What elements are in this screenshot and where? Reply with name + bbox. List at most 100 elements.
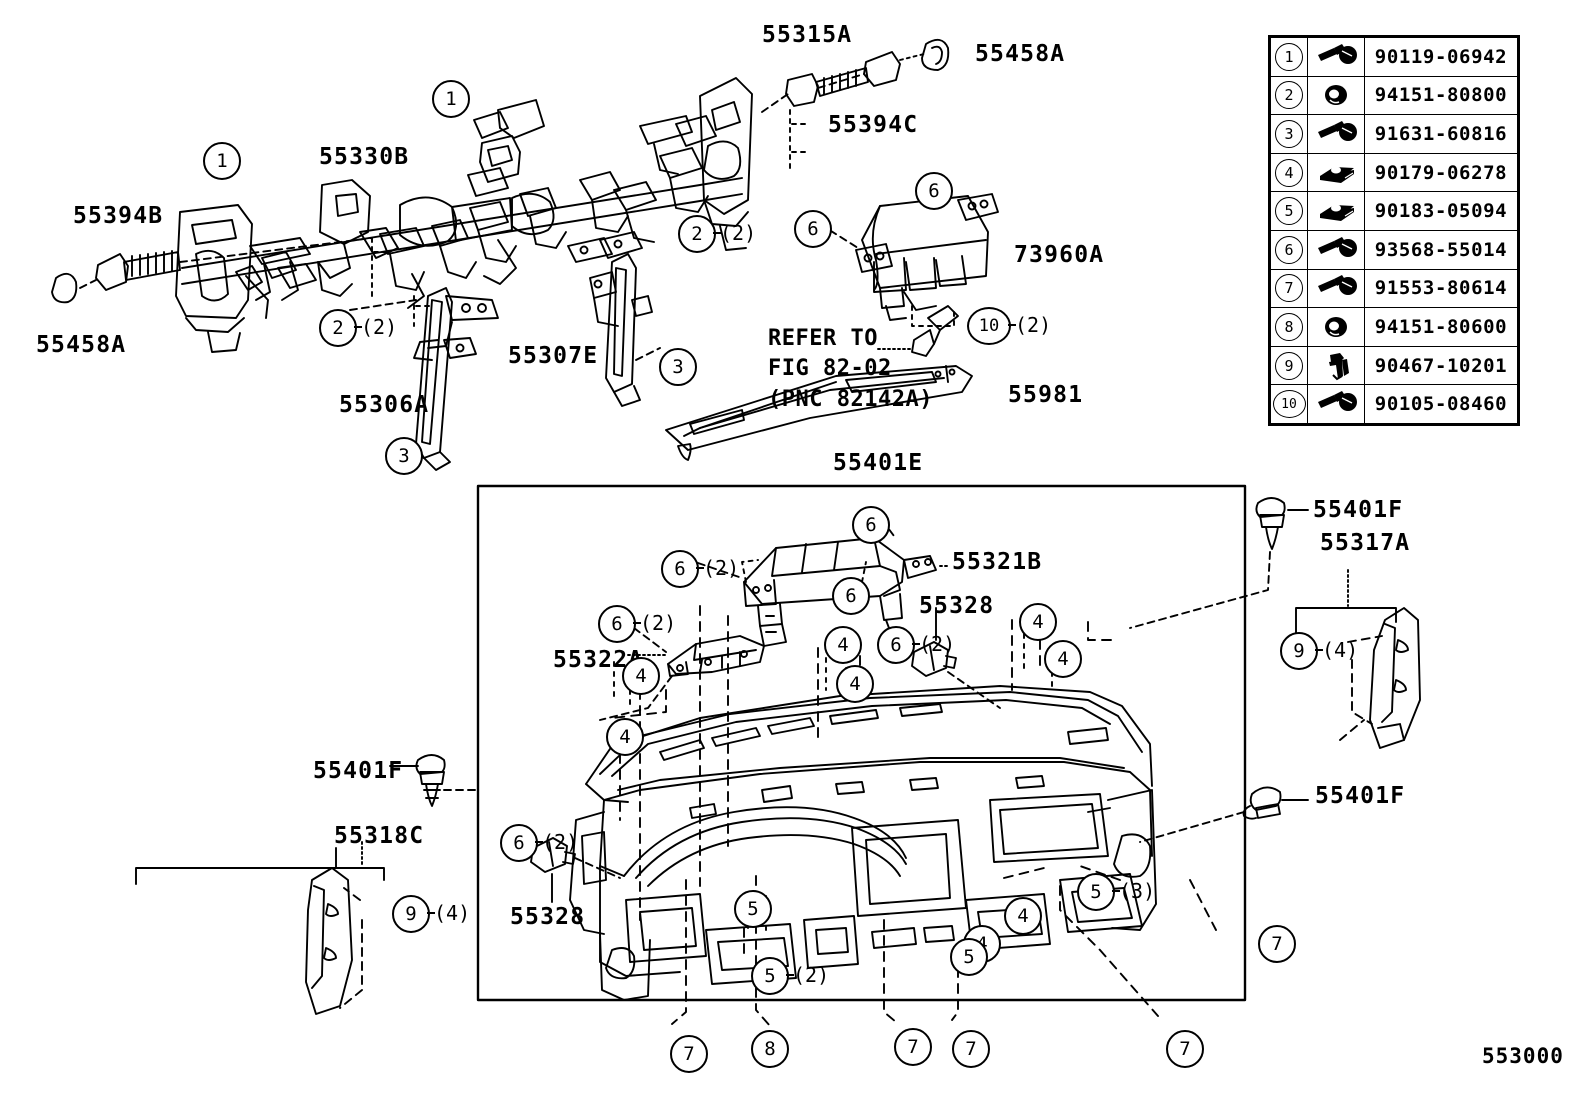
legend-ref-number: 1	[1270, 37, 1308, 77]
legend-part-number: 91631-60816	[1364, 114, 1518, 154]
callout-4-e: 4	[836, 665, 874, 703]
bracket-pnc82142a	[911, 305, 959, 357]
legend-ref-circle: 3	[1275, 119, 1303, 148]
legend-row: 10 90105-08460	[1270, 384, 1518, 424]
cap-55315a	[785, 73, 819, 107]
callout-1-a: 1	[432, 80, 470, 118]
callout-6-e: 6	[832, 577, 870, 615]
callout-6-f-quantity: (2)	[640, 611, 677, 635]
callout-4-b: 4	[824, 626, 862, 664]
callout-5-b-qty-dash	[1112, 890, 1120, 892]
callout-2-b-quantity: (2)	[361, 315, 398, 339]
legend-ref-number: 3	[1270, 114, 1308, 154]
clip-55401f-right-bottom	[1242, 786, 1282, 820]
callout-6-a: 6	[915, 172, 953, 210]
legend-ref-number: 10	[1270, 384, 1308, 424]
legend-part-number: 90467-10201	[1364, 345, 1518, 386]
callout-6-h-qty-dash	[535, 841, 543, 843]
part-label-55328-top: 55328	[919, 593, 995, 619]
bracket-55307e	[567, 231, 653, 407]
callout-4-a: 4	[1019, 603, 1057, 641]
legend-part-number: 93568-55014	[1364, 229, 1518, 270]
part-label-55307e: 55307E	[508, 343, 599, 369]
callout-9-b-qty-dash	[427, 912, 435, 914]
callout-7-a: 7	[1258, 925, 1296, 963]
figure-id: 553000	[1482, 1044, 1564, 1068]
part-label-73960a: 73960A	[1014, 242, 1105, 268]
legend-part-number: 94151-80600	[1364, 307, 1518, 347]
bolt-55394c	[815, 51, 901, 97]
callout-6-f-qty-dash	[633, 622, 641, 624]
legend-ref-circle: 6	[1275, 235, 1303, 264]
legend-part-number: 90105-08460	[1364, 384, 1518, 424]
airbag-module-73960a	[855, 193, 999, 321]
callout-2-b-qty-dash	[354, 326, 362, 328]
instrument-panel-55401e	[569, 685, 1157, 1001]
callout-2-a: 2	[678, 215, 716, 253]
legend-ref-circle: 5	[1275, 197, 1303, 226]
callout-9-b: 9	[392, 895, 430, 933]
clip-55401f-left	[415, 754, 446, 807]
part-label-55458a-left: 55458A	[36, 332, 127, 358]
bolt-screw-icon	[1307, 114, 1365, 154]
cap-55458a-left	[51, 272, 78, 304]
callout-5-b-quantity: (3)	[1119, 879, 1156, 903]
part-label-55394c: 55394C	[828, 112, 919, 138]
legend-ref-circle: 7	[1275, 274, 1303, 303]
part-label-55328-bottom: 55328	[510, 904, 586, 930]
legend-row: 6 93568-55014	[1270, 229, 1518, 270]
reinforcement-beam-55330b	[175, 77, 753, 353]
callout-5-a: 5	[734, 890, 772, 928]
part-label-55981: 55981	[1008, 382, 1084, 408]
legend-row: 8 94151-80600	[1270, 307, 1518, 347]
callout-6-g-qty-dash	[912, 643, 920, 645]
nut-icon	[1307, 75, 1365, 116]
legend-ref-number: 8	[1270, 307, 1308, 347]
cap-55458a-top	[921, 38, 950, 71]
callout-9-a-qty-dash	[1315, 649, 1323, 651]
part-label-55394b: 55394B	[73, 203, 164, 229]
callout-5-d-qty-dash	[786, 974, 794, 976]
refer-to-note: REFER TO FIG 82-02 (PNC 82142A)	[768, 326, 933, 412]
part-label-55322a: 55322A	[553, 647, 644, 673]
clip-nut-icon	[1307, 191, 1365, 231]
callout-6-g-quantity: (2)	[919, 632, 956, 656]
callout-7-e: 7	[1166, 1030, 1204, 1068]
callout-3-b: 3	[385, 437, 423, 475]
callout-2-a-qty-dash	[713, 232, 721, 234]
garnish-55318c	[305, 867, 353, 1015]
brace-55322a	[667, 635, 765, 677]
callout-9-a-quantity: (4)	[1322, 638, 1359, 662]
part-label-55317a: 55317A	[1320, 530, 1411, 556]
part-label-55321b: 55321B	[952, 549, 1043, 575]
callout-4-f: 4	[606, 718, 644, 756]
legend-part-number: 90179-06278	[1364, 152, 1518, 193]
legend-ref-number: 5	[1270, 191, 1308, 231]
callout-6-d: 6	[661, 550, 699, 588]
callout-7-c: 7	[894, 1028, 932, 1066]
part-label-55315a: 55315A	[762, 22, 853, 48]
bolt-screw-icon	[1307, 384, 1365, 424]
callout-10-a: 10	[967, 307, 1011, 345]
part-label-55330b: 55330B	[319, 144, 410, 170]
bolt-screw-icon	[1307, 268, 1365, 309]
part-label-55401f-right-top: 55401F	[1313, 497, 1404, 523]
panel-group-box	[476, 484, 1247, 1002]
garnish-55981	[665, 365, 973, 461]
callout-6-f: 6	[598, 605, 636, 643]
legend-ref-circle: 8	[1275, 312, 1303, 341]
part-label-55401e: 55401E	[833, 450, 924, 476]
legend-ref-number: 2	[1270, 75, 1308, 116]
part-label-55458a-top: 55458A	[975, 41, 1066, 67]
callout-5-d: 5	[751, 957, 789, 995]
nut-icon	[1307, 307, 1365, 347]
callout-6-g: 6	[877, 626, 915, 664]
callout-5-c: 5	[950, 938, 988, 976]
part-label-55306a: 55306A	[339, 392, 430, 418]
